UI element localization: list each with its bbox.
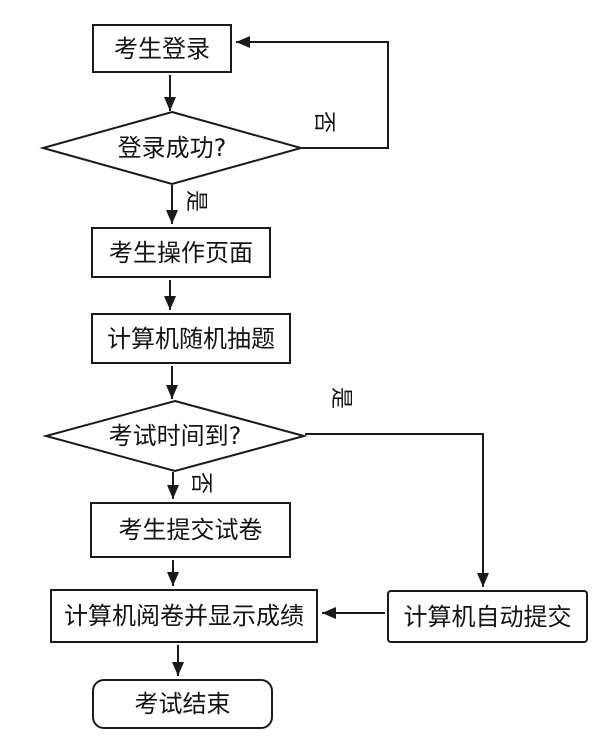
node-login: 考生登录 bbox=[92, 24, 232, 73]
edge-label-yes-time-up: 是 bbox=[328, 386, 354, 410]
node-random-questions: 计算机随机抽题 bbox=[91, 313, 291, 364]
node-time-up-label: 考试时间到? bbox=[108, 422, 242, 450]
node-grade-display: 计算机阅卷并显示成绩 bbox=[50, 589, 318, 643]
node-submit-paper: 考生提交试卷 bbox=[90, 502, 291, 558]
edge-label-yes-login: 是 bbox=[183, 189, 209, 213]
edge-label-no-login: 否 bbox=[311, 110, 337, 134]
node-exam-end: 考试结束 bbox=[92, 679, 273, 729]
edge-label-no-time-up: 否 bbox=[188, 471, 214, 495]
edge-login-success-no-to-login bbox=[236, 36, 389, 149]
decision-time-up-shape bbox=[42, 399, 308, 473]
edge-time-up-yes-to-auto-submit bbox=[305, 433, 489, 587]
node-login-success-label: 登录成功? bbox=[117, 134, 227, 162]
node-auto-submit: 计算机自动提交 bbox=[387, 590, 588, 643]
decision-login-success-shape bbox=[39, 110, 305, 186]
node-exam-page: 考生操作页面 bbox=[91, 227, 271, 278]
